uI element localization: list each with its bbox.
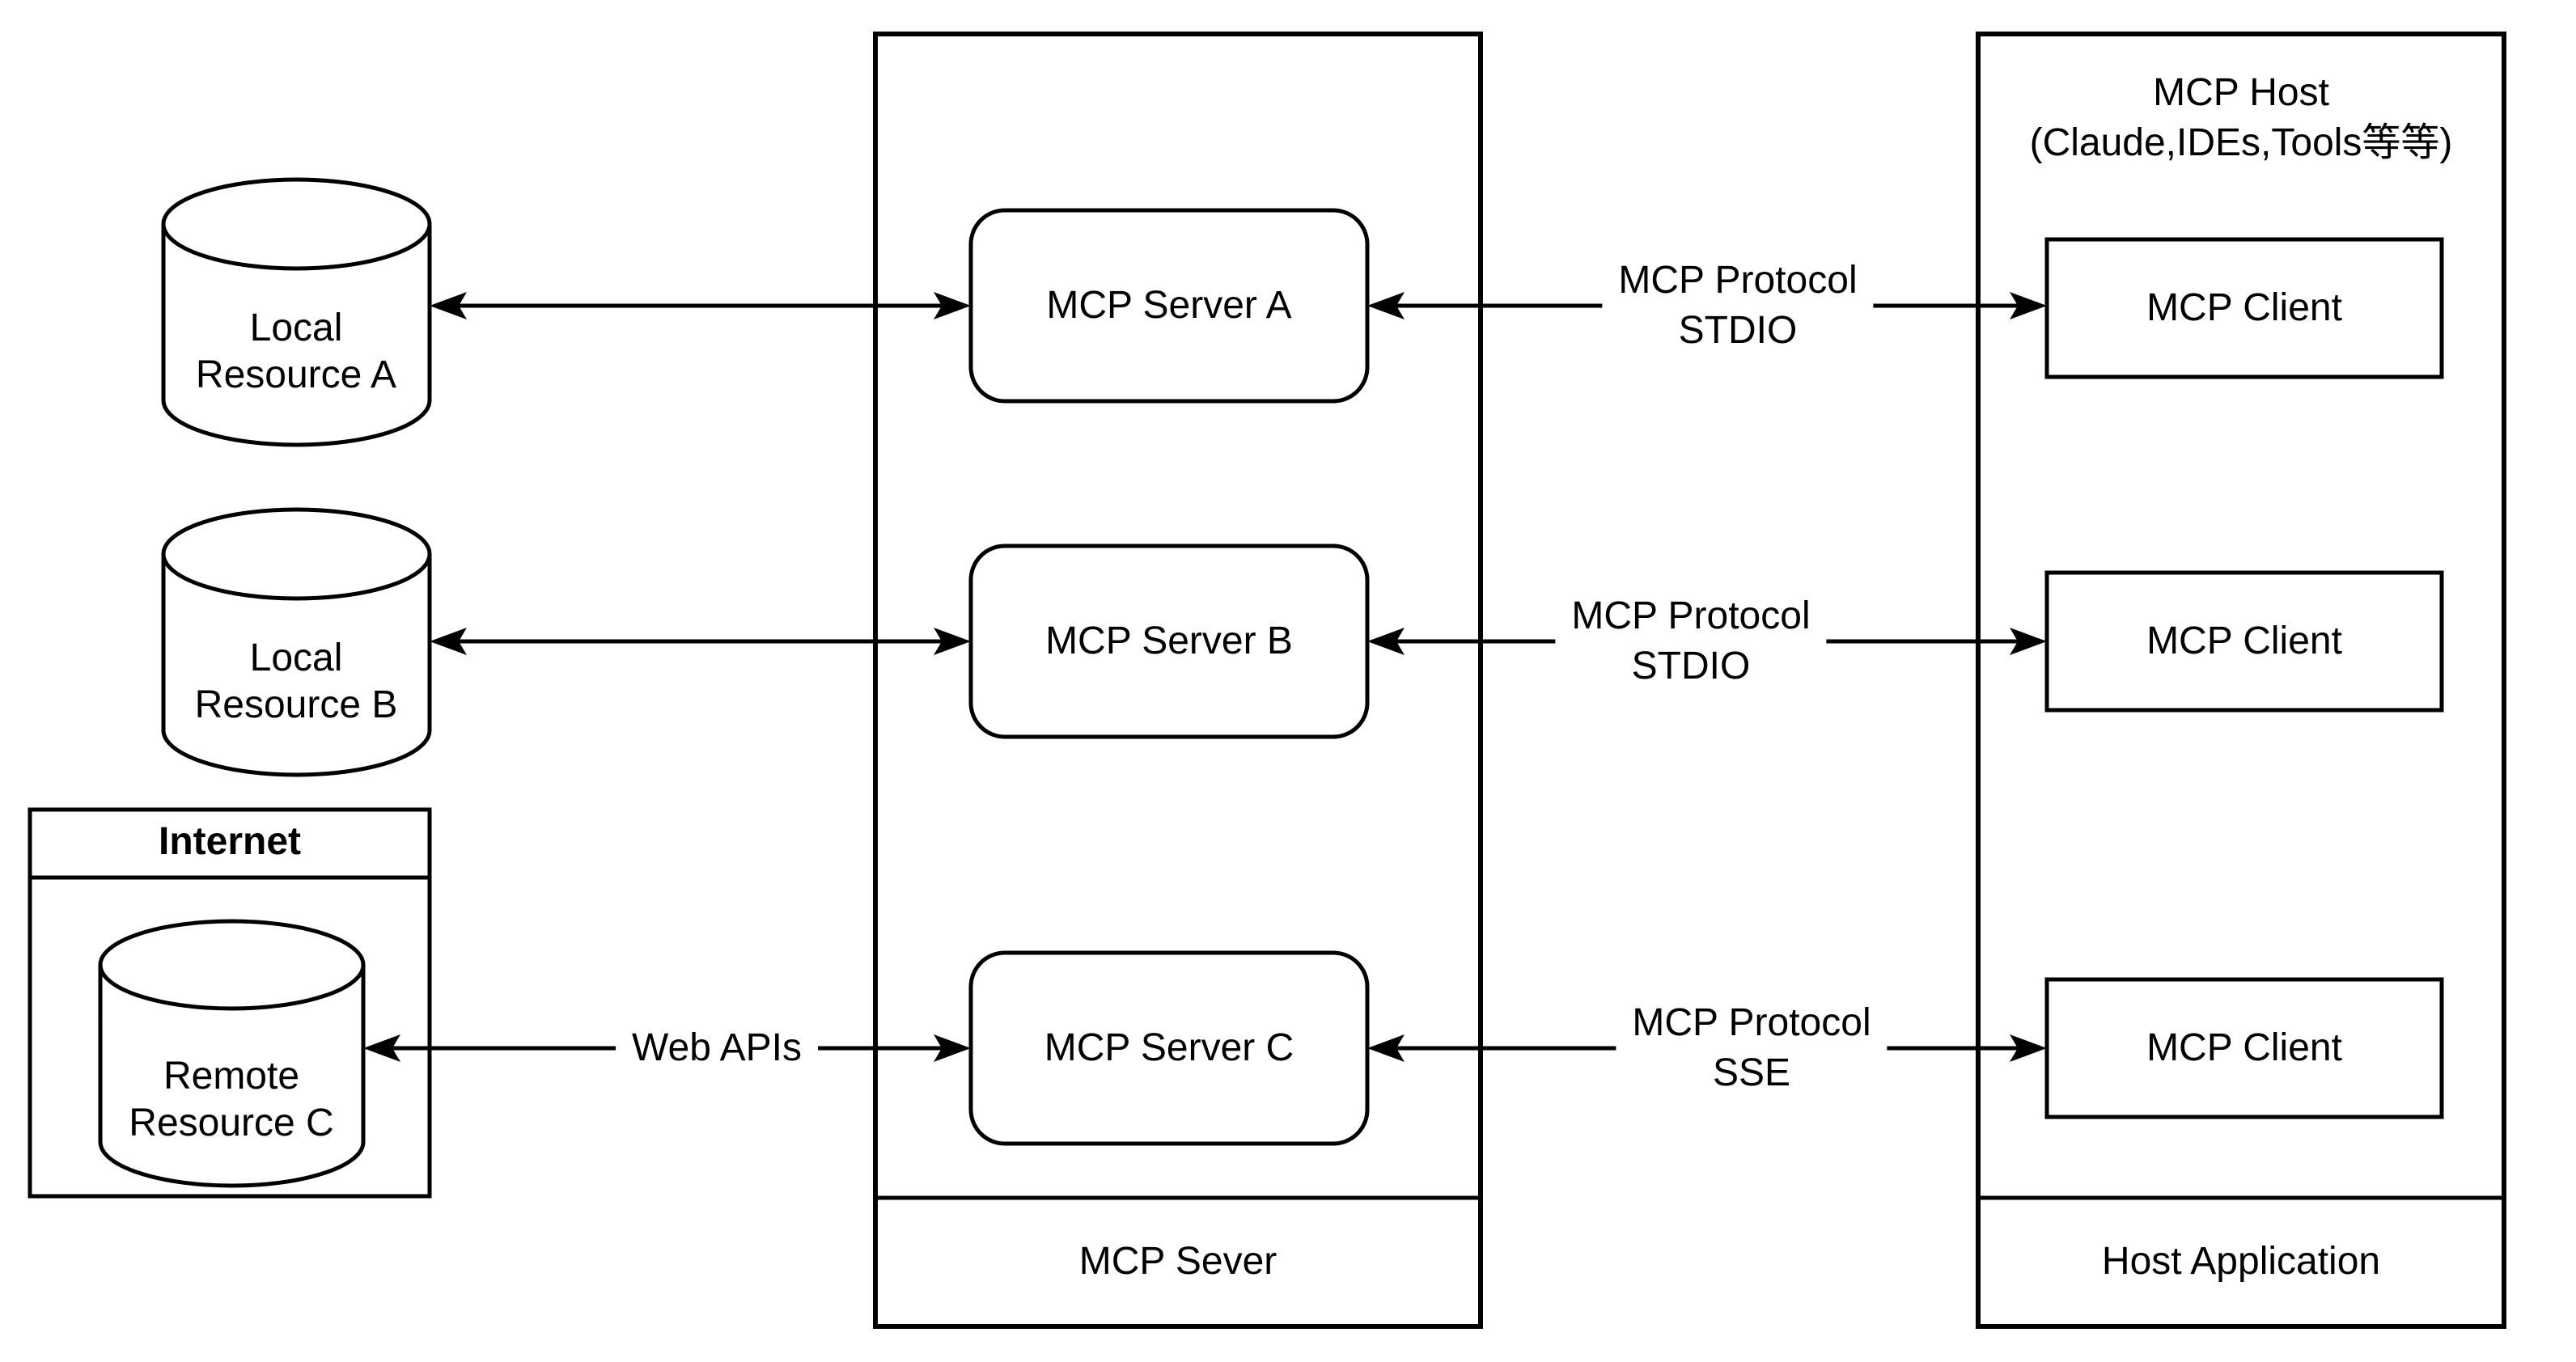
internet-title: Internet bbox=[158, 820, 302, 863]
mcp-client-2-label: MCP Client bbox=[2146, 620, 2342, 662]
local-resource-a-label: Local Resource A bbox=[195, 307, 397, 396]
arrow-resource-b-server-b bbox=[430, 628, 971, 655]
mcp-client-1-label: MCP Client bbox=[2146, 286, 2342, 329]
mcp-protocol-stdio-label-2: MCP Protocol STDIO bbox=[1555, 590, 1827, 693]
mcp-host-title: MCP Host (Claude,IDEs,Tools等等) bbox=[2029, 71, 2453, 164]
mcp-server-container-title: MCP Sever bbox=[1078, 1240, 1277, 1283]
remote-resource-c-cylinder bbox=[98, 919, 366, 1188]
mcp-server-b-label: MCP Server B bbox=[1045, 620, 1293, 662]
local-resource-b-label: Local Resource B bbox=[194, 637, 398, 726]
mcp-client-1-box bbox=[2044, 237, 2444, 379]
mcp-protocol-sse-label: MCP Protocol SSE bbox=[1616, 996, 1888, 1100]
mcp-client-2-box bbox=[2044, 570, 2444, 713]
local-resource-a-cylinder bbox=[161, 177, 432, 447]
host-application-title: Host Application bbox=[2101, 1240, 2381, 1283]
arrow-resource-a-server-a bbox=[430, 292, 971, 319]
mcp-server-a-label: MCP Server A bbox=[1046, 284, 1292, 327]
mcp-client-3-box bbox=[2044, 977, 2444, 1119]
remote-resource-c-label: Remote Resource C bbox=[129, 1055, 334, 1144]
mcp-protocol-stdio-label-1: MCP Protocol STDIO bbox=[1602, 254, 1874, 357]
mcp-server-c-label: MCP Server C bbox=[1044, 1026, 1294, 1069]
web-apis-label: Web APIs bbox=[616, 1022, 818, 1075]
mcp-client-3-label: MCP Client bbox=[2146, 1026, 2342, 1069]
local-resource-b-cylinder bbox=[161, 507, 432, 777]
